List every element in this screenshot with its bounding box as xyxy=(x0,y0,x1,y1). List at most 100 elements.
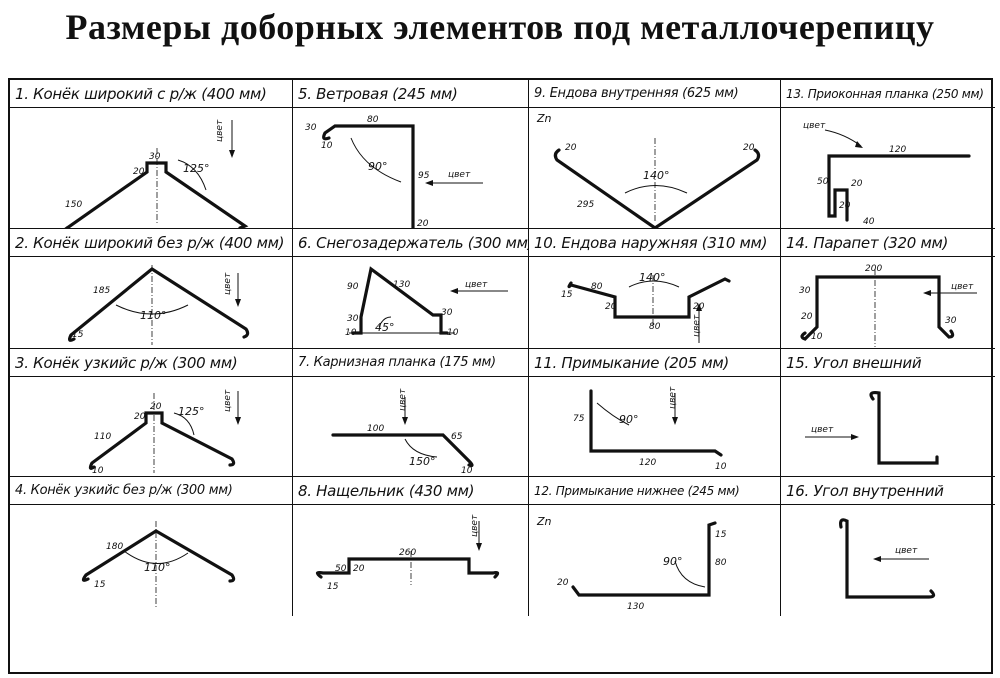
drawing-item-15: цвет xyxy=(781,377,995,477)
dim-12-angle: 90° xyxy=(663,555,683,568)
dim-1-top: 30 xyxy=(149,152,161,162)
dim-13-top: 120 xyxy=(889,145,906,155)
dim-10-angle: 140° xyxy=(639,271,666,284)
dim-3-slope: 110 xyxy=(94,432,111,442)
dim-5-side: 95 xyxy=(418,171,430,181)
drawing-item-13: цвет 120 50 20 20 40 xyxy=(781,108,995,229)
dim-5-bottom: 20 xyxy=(417,219,429,229)
header-item-14: 14. Парапет (320 мм) xyxy=(781,229,995,257)
color-note-1: цвет xyxy=(215,119,225,142)
drawing-item-2: 185 110° 15 цвет xyxy=(10,257,293,349)
dim-5-hook: 30 xyxy=(305,123,317,133)
drawing-item-11: 75 90° 120 10 цвет xyxy=(529,377,781,477)
item-8-label: 8. Нащельник (430 мм) xyxy=(298,481,475,500)
color-note-2: цвет xyxy=(223,272,233,295)
color-note-3: цвет xyxy=(223,389,233,412)
color-note-16: цвет xyxy=(895,546,918,556)
page-title: Размеры доборных элементов под металлоче… xyxy=(65,7,935,47)
header-item-3: 3. Конёк узкийс р/ж (300 мм) xyxy=(10,349,293,377)
dim-10-left-slope: 80 xyxy=(591,282,603,292)
dim-1-slope: 150 xyxy=(65,200,82,210)
dim-11-bottom: 120 xyxy=(639,458,656,468)
dim-2-slope: 185 xyxy=(93,286,110,296)
profile-item-6: 90 130 30 10 45° 30 10 цвет xyxy=(345,266,508,338)
dim-13-side: 50 xyxy=(817,177,829,187)
item-16-label: 16. Угол внутренний xyxy=(786,481,944,500)
header-item-9: 9. Ендова внутренняя (625 мм) xyxy=(529,80,781,108)
dim-8-inner: 20 xyxy=(353,564,365,574)
header-item-10: 10. Ендова наружняя (310 мм) xyxy=(529,229,781,257)
dim-13-mid: 20 xyxy=(851,179,863,189)
drawing-item-9: Zn 20 140° 295 20 xyxy=(529,108,781,229)
header-item-11: 11. Примыкание (205 мм) xyxy=(529,349,781,377)
dim-14-left-leg: 20 xyxy=(801,312,813,322)
drawing-item-4: 180 110° 15 xyxy=(10,505,293,616)
dim-3-side: 20 xyxy=(134,412,146,422)
dim-9-right: 20 xyxy=(743,143,755,153)
dim-6-right-leg: 30 xyxy=(441,308,453,318)
header-item-4: 4. Конёк узкийс без р/ж (300 мм) xyxy=(10,477,293,505)
item-6-label: 6. Снегозадержатель (300 мм) xyxy=(298,233,529,252)
color-note-8: цвет xyxy=(470,514,480,537)
drawing-item-8: 260 50 20 15 цвет xyxy=(293,505,529,616)
header-item-6: 6. Снегозадержатель (300 мм) xyxy=(293,229,529,257)
item-14-label: 14. Парапет (320 мм) xyxy=(786,233,949,252)
profile-item-1: 30 20 125° 150 15 цвет xyxy=(64,119,249,228)
dim-4-hem: 15 xyxy=(94,580,106,590)
profile-item-7: 100 65 150° 10 цвет xyxy=(331,388,474,476)
dim-3-angle: 125° xyxy=(178,405,205,418)
item-2-label: 2. Конёк широкий без р/ж (400 мм) xyxy=(15,233,285,252)
item-5-label: 5. Ветровая (245 мм) xyxy=(298,84,458,103)
dim-1-side: 20 xyxy=(133,167,145,177)
profile-item-8: 260 50 20 15 цвет xyxy=(315,514,500,592)
dim-14-top: 200 xyxy=(865,264,882,274)
header-item-16: 16. Угол внутренний xyxy=(781,477,995,505)
dim-10-hem: 15 xyxy=(561,290,573,300)
header-item-7: 7. Карнизная планка (175 мм) xyxy=(293,349,529,377)
profile-item-3: 20 20 125° 110 10 цвет xyxy=(88,389,241,476)
item-4-label: 4. Конёк узкийс без р/ж (300 мм) xyxy=(15,483,233,498)
dim-12-side: 80 xyxy=(715,558,727,568)
dim-5-top: 80 xyxy=(367,115,379,125)
header-item-2: 2. Конёк широкий без р/ж (400 мм) xyxy=(10,229,293,257)
dim-10-left-side: 20 xyxy=(605,302,617,312)
drawing-item-14: 200 30 20 10 30 цвет xyxy=(781,257,995,349)
header-item-15: 15. Угол внешний xyxy=(781,349,995,377)
dim-12-bottom: 130 xyxy=(627,602,644,612)
dim-6-angle: 45° xyxy=(375,321,395,334)
profile-item-2: 185 110° 15 цвет xyxy=(67,265,250,345)
dim-6-front: 90 xyxy=(347,282,359,292)
dim-4-angle: 110° xyxy=(144,561,171,574)
profile-item-13: цвет 120 50 20 20 40 xyxy=(803,121,971,227)
dim-13-inner: 20 xyxy=(839,201,851,211)
color-note-7: цвет xyxy=(398,388,408,411)
color-note-13: цвет xyxy=(803,121,826,131)
item-11-label: 11. Примыкание (205 мм) xyxy=(534,353,729,372)
profile-item-11: 75 90° 120 10 цвет xyxy=(573,386,727,472)
dim-11-hem: 10 xyxy=(715,462,727,472)
profile-item-5: 80 30 10 90° 95 20 10 цвет xyxy=(305,115,483,229)
header-item-8: 8. Нащельник (430 мм) xyxy=(293,477,529,505)
dim-12-front: 20 xyxy=(557,578,569,588)
profile-item-16: цвет xyxy=(839,518,936,599)
dim-14-right: 30 xyxy=(945,316,957,326)
profile-item-4: 180 110° 15 xyxy=(81,521,236,609)
header-item-1: 1. Конёк широкий с р/ж (400 мм) xyxy=(10,80,293,108)
item-12-label: 12. Примыкание нижнее (245 мм) xyxy=(534,483,740,498)
drawing-item-1: 30 20 125° 150 15 цвет xyxy=(10,108,293,229)
dim-6-left-foot: 10 xyxy=(345,328,357,338)
dim-4-slope: 180 xyxy=(106,542,123,552)
item-9-label: 9. Ендова внутренняя (625 мм) xyxy=(534,86,739,101)
dim-7-top: 100 xyxy=(367,424,384,434)
drawing-item-10: 140° 80 20 15 80 20 цвет xyxy=(529,257,781,349)
dim-8-hem: 15 xyxy=(327,582,339,592)
dim-7-drip: 65 xyxy=(451,432,463,442)
drawing-item-7: 100 65 150° 10 цвет xyxy=(293,377,529,477)
dim-5-hem: 10 xyxy=(321,141,333,151)
dim-9-slope: 295 xyxy=(577,200,594,210)
drawing-item-12: Zn 15 90° 80 20 130 xyxy=(529,505,781,616)
color-note-15: цвет xyxy=(811,425,834,435)
dim-13-leg: 40 xyxy=(863,217,875,227)
profile-item-10: 140° 80 20 15 80 20 цвет xyxy=(561,271,731,343)
drawing-item-5: 80 30 10 90° 95 20 10 цвет xyxy=(293,108,529,229)
